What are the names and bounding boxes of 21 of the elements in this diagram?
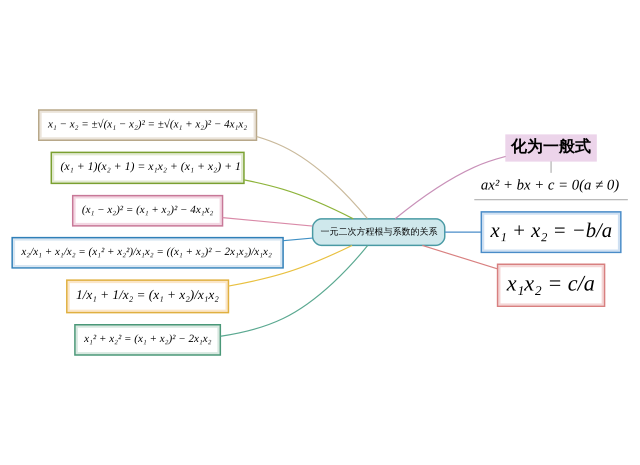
connector [222,217,313,227]
connector [422,244,498,270]
connector [283,237,312,242]
connector [244,179,354,220]
connector [256,136,368,219]
node-box: 一元二次方程根与系数的关系 [312,218,446,246]
node-box: x₁ + x₂ = −b/a [480,211,622,254]
node-box: x₁ − x₂ = ±√(x₁ − x₂)² = ±√(x₁ + x₂)² − 4x₁x₂ [38,109,258,141]
node-box: 化为一般式 [505,134,597,162]
node-box: 1/x₁ + 1/x₂ = (x₁ + x₂)/x₁x₂ [66,279,230,314]
node-text: ax² + bx + c = 0(a ≠ 0) [480,177,620,194]
node-box: (x₁ − x₂)² = (x₁ + x₂)² − 4x₁x₂ [72,194,224,227]
connector [220,245,368,337]
node-box: (x₁ + 1)(x₂ + 1) = x₁x₂ + (x₁ + x₂) + 1 [50,152,245,184]
node-box: x₁x₂ = c/a [496,264,606,308]
connector [550,161,552,173]
connector [444,232,482,233]
node-box: x₂/x₁ + x₁/x₂ = (x₁² + x₂²)/x₁x₂ = ((x₁ + x₂)² − 2x₁x₂)/x₁x₂ [11,236,284,269]
connector [394,156,506,220]
connector [228,244,352,287]
node-box: x₁² + x₂² = (x₁ + x₂)² − 2x₁x₂ [74,324,222,356]
